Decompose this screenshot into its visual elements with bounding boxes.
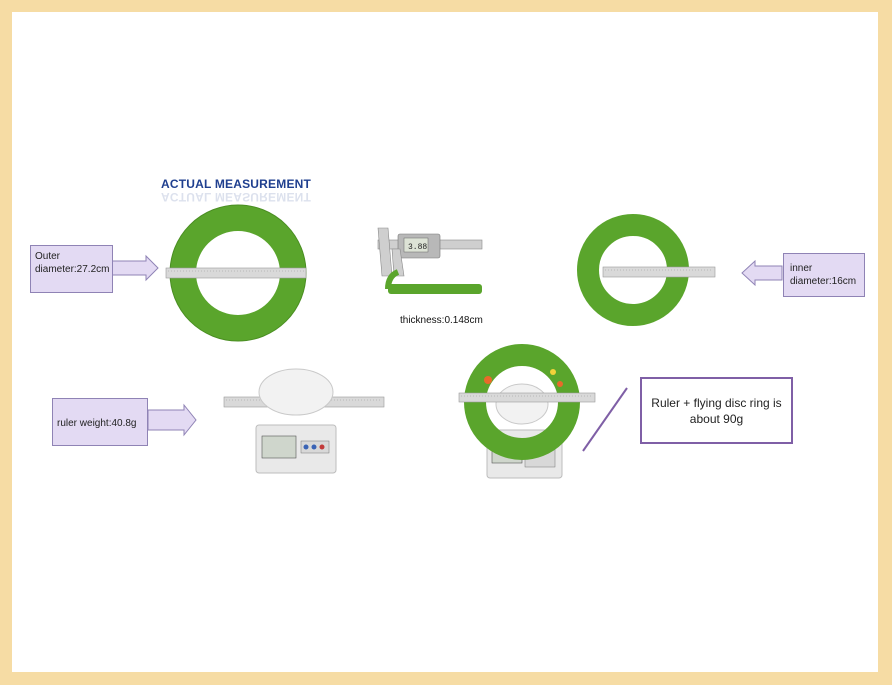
scale-ruler-photo [223, 368, 385, 474]
inner-ring-photo [577, 214, 716, 326]
outer-diameter-callout: Outer diameter:27.2cm [30, 245, 113, 293]
inner-arrow [741, 259, 783, 287]
caliper-display: 3.88 [408, 243, 427, 252]
inner-diameter-callout: inner diameter:16cm [783, 253, 865, 297]
image-frame [12, 12, 878, 672]
outer-arrow [111, 254, 159, 282]
caliper-photo: 3.88 [377, 227, 483, 294]
thickness-caption: thickness:0.148cm [400, 315, 483, 326]
scale-disc-photo [458, 344, 596, 479]
outer-ring-photo [165, 204, 307, 342]
note-pointer-line [582, 387, 628, 452]
ruler-weight-callout: ruler weight:40.8g [52, 398, 148, 446]
page-title: ACTUAL MEASUREMENT [161, 177, 312, 191]
total-weight-note: Ruler + flying disc ring is about 90g [640, 377, 793, 444]
ruler-weight-arrow [147, 403, 197, 437]
